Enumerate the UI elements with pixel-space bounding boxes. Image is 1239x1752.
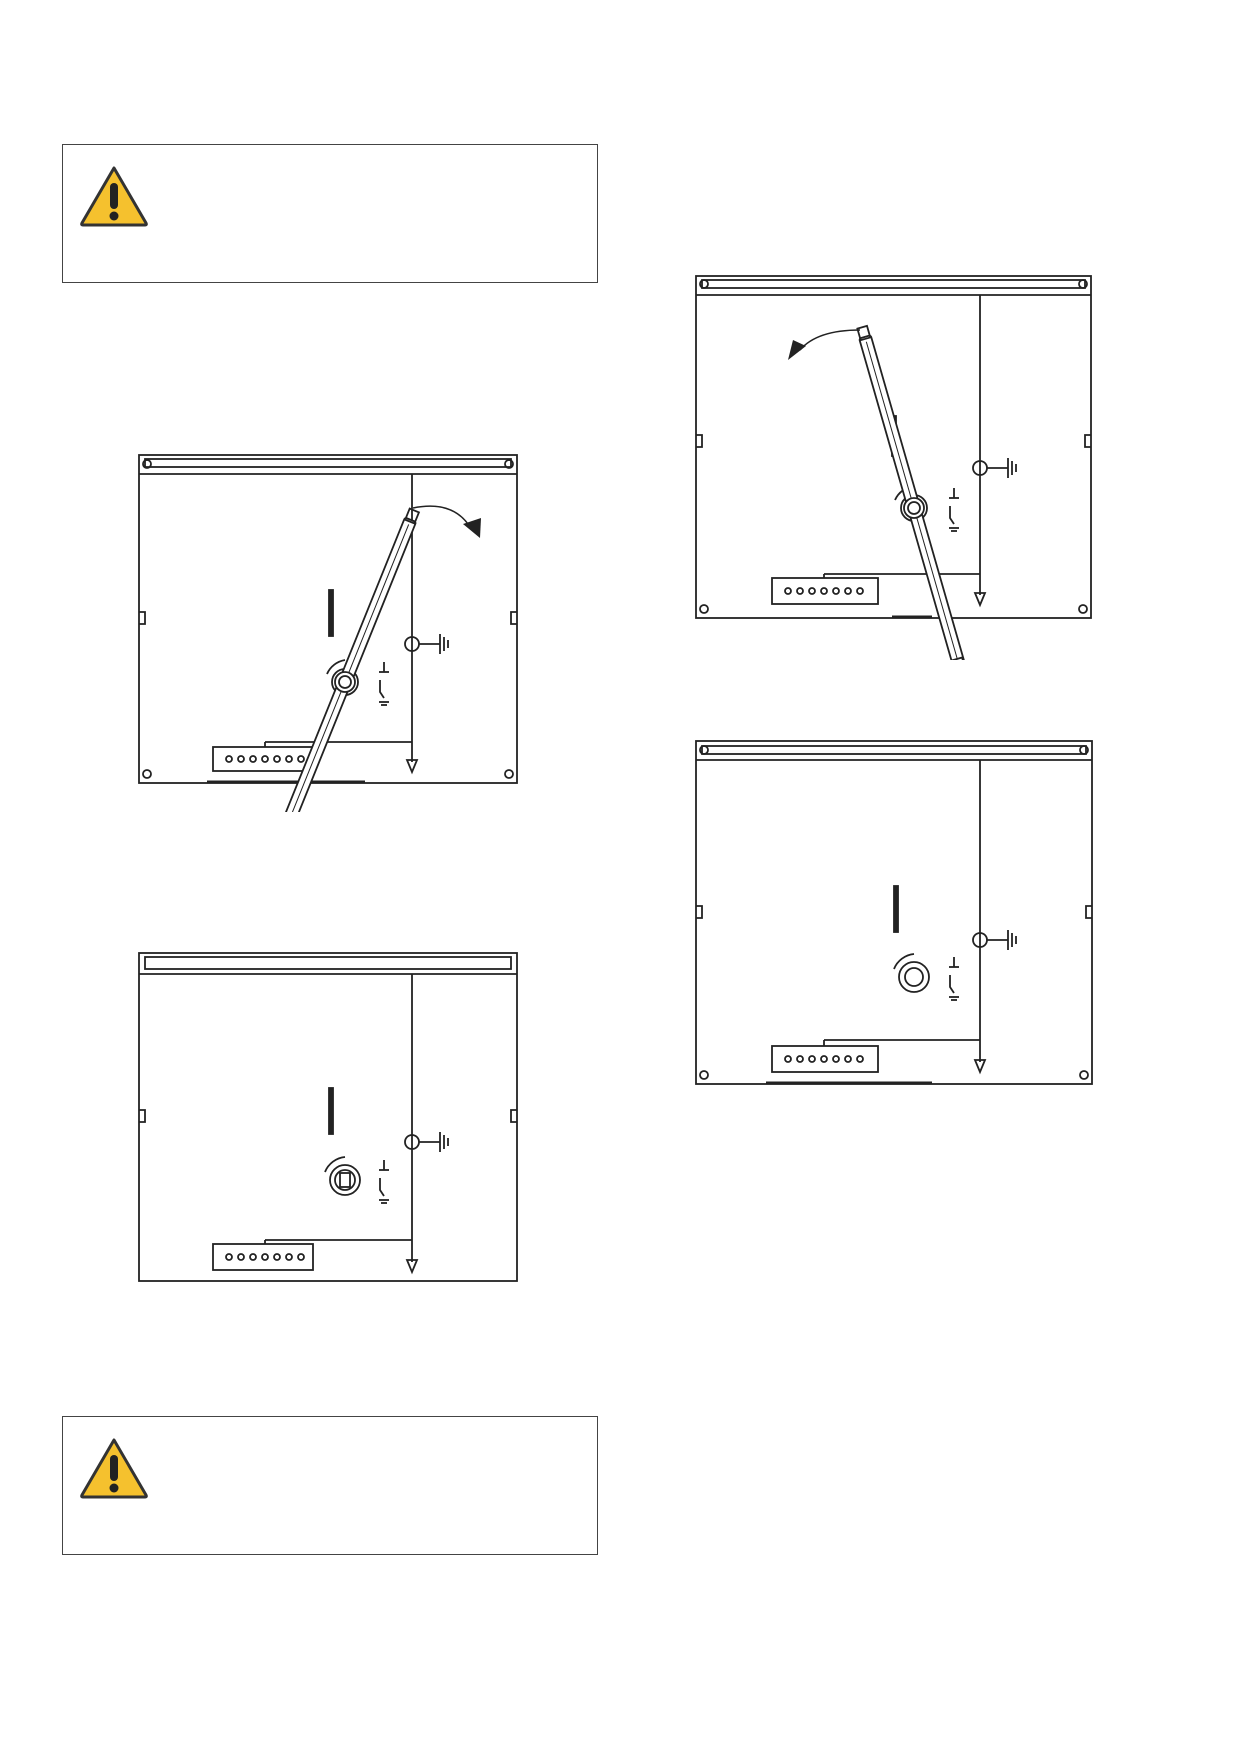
panel-figure-rotate-counterclockwise xyxy=(695,275,1092,660)
caution-box-bottom xyxy=(62,1416,598,1555)
panel-figure-handle-removed-left xyxy=(138,952,518,1282)
panel-figure-rotate-clockwise xyxy=(138,454,518,812)
warning-triangle-icon xyxy=(80,1438,148,1499)
panel-figure-handle-removed-right xyxy=(695,740,1093,1085)
warning-triangle-icon xyxy=(80,166,148,227)
caution-box-top xyxy=(62,144,598,283)
